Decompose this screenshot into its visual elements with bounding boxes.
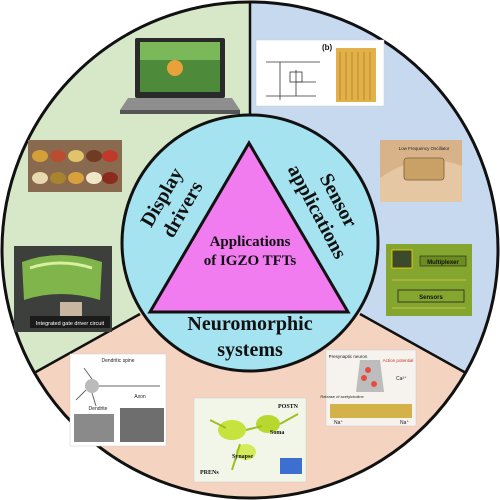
spoons-image: [28, 140, 122, 192]
center-title-line2: of IGZO TFTs: [204, 253, 297, 269]
circuit-tag: (b): [322, 43, 333, 52]
center-triangle: [147, 140, 351, 314]
axon-label: Axon: [134, 394, 146, 400]
ca-label: Ca²⁺: [396, 376, 407, 382]
low-freq-label: Low Frequency Oscillator: [399, 146, 450, 151]
divider-right: [359, 312, 467, 375]
release-label: Release of acetylcholine: [320, 394, 364, 399]
na-label-left: Na⁺: [334, 420, 343, 426]
multiplexer-label: Multiplexer: [427, 260, 459, 266]
na-label-right: Na⁺: [400, 420, 409, 426]
postn-label: POSTN: [278, 404, 299, 410]
presynaptic-label: Presynaptic neuron: [329, 354, 368, 359]
wrist-sensor-image: Low Frequency Oscillator: [380, 140, 462, 202]
multiplexer-image: Multiplexer Sensors: [386, 244, 472, 316]
dendrite-label: Dendrite: [89, 406, 108, 412]
flexible-display-image: Integrated gate driver circuit: [14, 246, 112, 332]
neuro-label-line2: systems: [217, 339, 283, 361]
pren-label: PRENs: [200, 470, 219, 476]
laptop-image: [120, 38, 240, 114]
synapse-label: Synapse: [232, 454, 253, 460]
neuro-label-line1: Neuromorphic: [187, 313, 312, 335]
center-title-line1: Applications: [210, 234, 291, 250]
synapse-image: POSTN Soma Synapse PRENs: [193, 397, 307, 483]
neuron-diagram-image: Dendritic spine Axon Dendrite: [69, 353, 167, 447]
flex-caption: Integrated gate driver circuit: [36, 321, 105, 327]
divider-left: [33, 312, 141, 375]
presynaptic-image: Presynaptic neuron Action potential Ca²⁺…: [320, 349, 417, 427]
circuit-image: (b): [255, 39, 385, 107]
sensors-label: Sensors: [419, 295, 443, 301]
soma-label: Soma: [270, 430, 284, 436]
dendritic-spine-label: Dendritic spine: [101, 358, 134, 364]
action-potential-label: Action potential: [383, 358, 414, 363]
